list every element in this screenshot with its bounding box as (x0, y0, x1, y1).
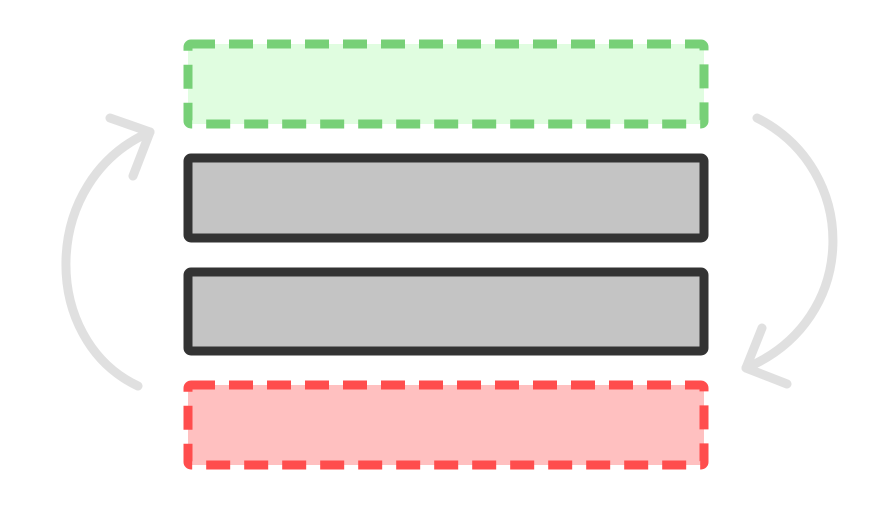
list-item-box (183, 267, 709, 356)
left-rotate-arrow-icon (61, 113, 155, 391)
removed-item-box (183, 380, 709, 470)
list-item-box (183, 153, 709, 243)
right-rotate-arrow-icon (741, 113, 838, 389)
added-item-box (183, 39, 709, 129)
